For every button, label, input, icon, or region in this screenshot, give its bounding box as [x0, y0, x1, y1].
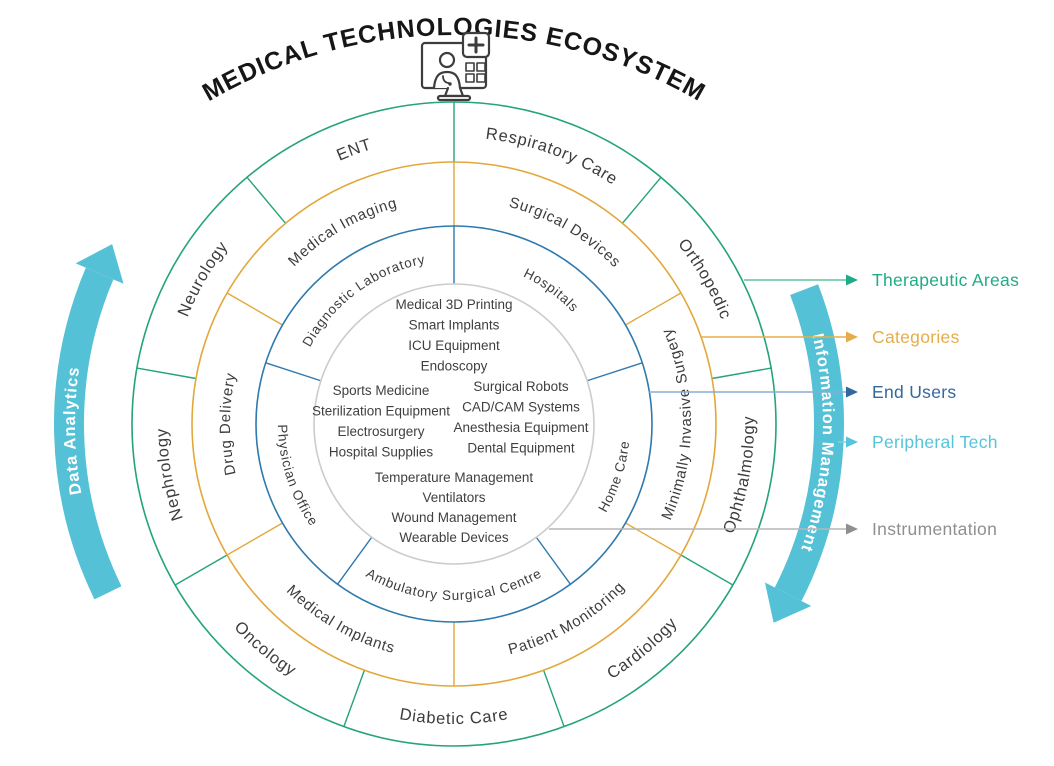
center-item-temperature-management: Temperature Management — [375, 470, 534, 485]
ring-segment-label-diabetic-care: Diabetic Care — [398, 705, 509, 728]
ring-divider-therapeutic-areas — [621, 176, 662, 224]
icon-doctor-body — [432, 70, 462, 90]
information-management-arrow-band — [774, 284, 844, 602]
icon-monitor-base — [436, 94, 472, 102]
center-item-ventilators: Ventilators — [422, 490, 485, 505]
legend-arrow-icon-therapeutic-areas — [846, 274, 858, 286]
ring-divider-therapeutic-areas — [680, 554, 734, 586]
ring-divider-categories — [226, 522, 283, 556]
center-item-sterilization-equipment: Sterilization Equipment — [312, 404, 450, 419]
legend-arrow-icon-end-users — [846, 386, 858, 398]
center-item-icu-equipment: ICU Equipment — [408, 338, 500, 353]
legend-arrow-icon-categories — [846, 331, 858, 343]
data-analytics-arrow-label: Data Analytics — [61, 365, 85, 496]
ring-divider-end-users — [535, 536, 571, 585]
center-item-hospital-supplies: Hospital Supplies — [329, 445, 434, 460]
ring-segment-label-minimally-invasive-surgery: Minimally Invasive Surgery — [658, 326, 695, 523]
ring-segment-label-respiratory-care: Respiratory Care — [485, 125, 621, 189]
center-item-wearable-devices: Wearable Devices — [399, 530, 509, 545]
ring-divider-end-users — [265, 362, 322, 382]
ring-segment-label-orthopedic: Orthopedic — [674, 235, 734, 322]
ring-segment-label-ent: ENT — [334, 135, 374, 164]
center-item-anesthesia-equipment: Anesthesia Equipment — [453, 420, 588, 435]
icon-monitor-stand — [443, 86, 465, 98]
ring-segment-label-medical-implants: Medical Implants — [283, 582, 397, 657]
ring-segment-label-ophthalmology: Ophthalmology — [720, 416, 758, 536]
legend-arrow-icon-instrumentation — [846, 523, 858, 535]
icon-keypad-key — [476, 73, 486, 83]
ring-segment-label-medical-imaging: Medical Imaging — [285, 195, 399, 270]
center-item-wound-management: Wound Management — [391, 510, 516, 525]
generated-diagram-layer: Respiratory CareOrthopedicOphthalmologyC… — [54, 13, 858, 747]
ring-divider-therapeutic-areas — [174, 554, 228, 586]
ring-divider-categories — [226, 292, 283, 326]
legend-arrow-icon-peripheral-tech — [846, 436, 858, 448]
icon-medical-cross — [467, 36, 485, 54]
information-management-arrowhead — [764, 582, 812, 623]
ring-divider-therapeutic-areas — [542, 669, 565, 727]
ring-segment-label-nephrology: Nephrology — [153, 428, 187, 523]
ring-segment-label-ambulatory-surgical-centre: Ambulatory Surgical Centre — [364, 565, 545, 603]
ring-divider-therapeutic-areas — [246, 176, 287, 224]
center-item-sports-medicine: Sports Medicine — [333, 383, 430, 398]
center-circle — [313, 283, 595, 565]
ring-segment-label-cardiology: Cardiology — [604, 614, 681, 683]
ring-divider-categories — [625, 292, 682, 326]
ring-divider-therapeutic-areas — [711, 367, 772, 380]
ring-segment-label-home-care: Home Care — [595, 440, 632, 515]
icon-doctor-head — [438, 51, 456, 69]
icon-keypad-key — [465, 73, 475, 83]
data-analytics-arrowhead — [75, 244, 124, 284]
ring-divider-categories — [625, 522, 682, 556]
icon-keypad-key — [476, 62, 486, 72]
center-item-electrosurgery: Electrosurgery — [337, 424, 424, 439]
center-item-endoscopy: Endoscopy — [421, 359, 488, 374]
center-item-dental-equipment: Dental Equipment — [467, 441, 575, 456]
ring-segment-label-surgical-devices: Surgical Devices — [507, 194, 624, 271]
center-item-surgical-robots: Surgical Robots — [473, 379, 569, 394]
ring-divider-end-users — [586, 362, 643, 382]
ring-segment-label-patient-monitoring: Patient Monitoring — [506, 578, 628, 658]
icon-keypad-key — [465, 62, 475, 72]
ring-segment-label-drug-delivery: Drug Delivery — [217, 371, 240, 477]
center-item-smart-implants: Smart Implants — [409, 318, 500, 333]
icon-stethoscope-chestpiece — [448, 82, 452, 86]
icon-stethoscope — [442, 75, 450, 84]
ring-divider-therapeutic-areas — [136, 367, 197, 380]
center-item-cad-cam-systems: CAD/CAM Systems — [462, 400, 580, 415]
data-analytics-arrow-band — [54, 267, 122, 600]
ring-divider-therapeutic-areas — [343, 669, 366, 727]
center-item-medical-3d-printing: Medical 3D Printing — [395, 297, 512, 312]
telemedicine-monitor-icon — [420, 31, 491, 102]
ring-divider-end-users — [337, 536, 373, 585]
